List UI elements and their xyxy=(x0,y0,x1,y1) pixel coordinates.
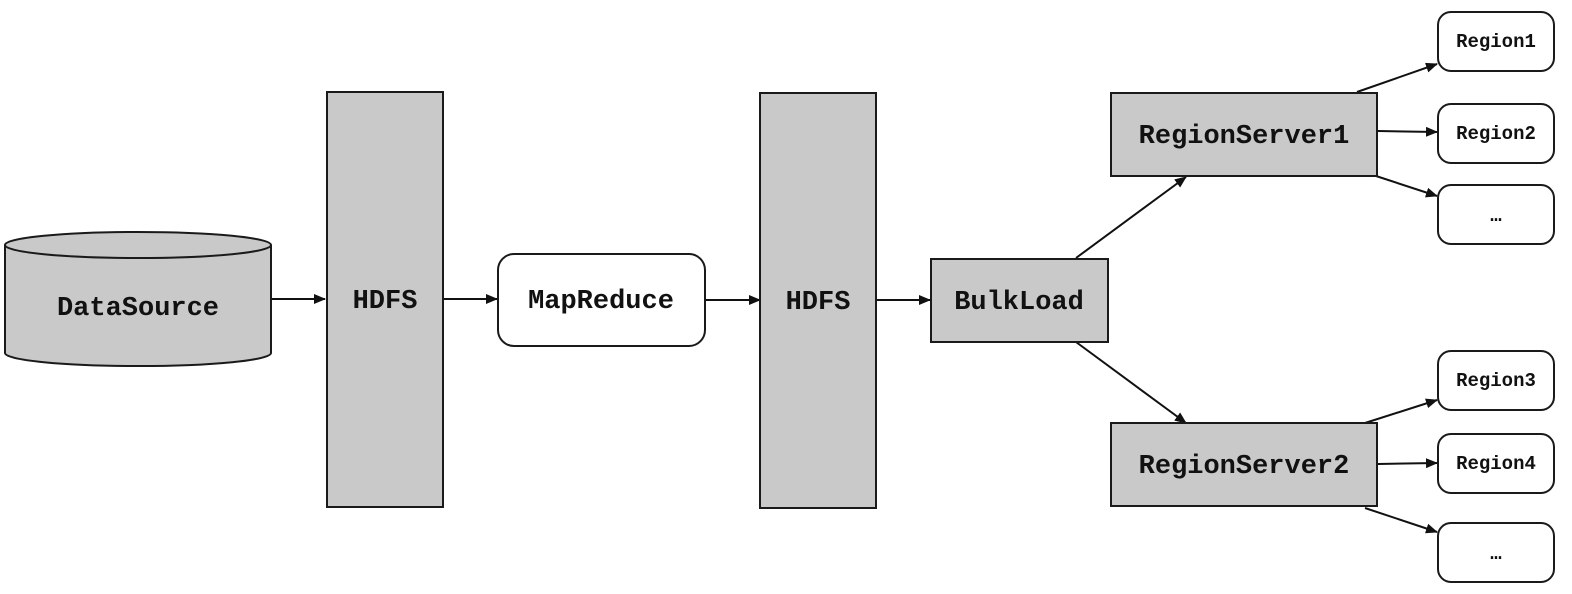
regionserver-label-1: RegionServer1 xyxy=(1139,122,1350,152)
mapreduce-node: MapReduce xyxy=(497,253,706,347)
mapreduce-label: MapReduce xyxy=(528,287,674,317)
region-node-3: Region3 xyxy=(1437,350,1555,411)
region-label-4: Region4 xyxy=(1456,453,1536,475)
datasource-label: DataSource xyxy=(57,294,219,324)
edge-bulkload-regionserver1 xyxy=(1075,176,1187,259)
region-more-label-1: … xyxy=(1490,205,1501,227)
region-label-3: Region3 xyxy=(1456,370,1536,392)
hdfs-label-2: HDFS xyxy=(786,288,851,318)
edge-regionserver1-region1 xyxy=(1356,62,1438,93)
edge-regionserver1-more xyxy=(1375,175,1438,198)
region-label-2: Region2 xyxy=(1456,123,1536,145)
edge-regionserver2-region4 xyxy=(1377,458,1438,469)
edge-regionserver2-region3 xyxy=(1364,398,1438,424)
region-more-node-2: … xyxy=(1437,522,1555,583)
regionserver-node-2: RegionServer2 xyxy=(1110,422,1378,507)
edge-regionserver2-more xyxy=(1364,507,1438,534)
bulkload-label: BulkLoad xyxy=(954,288,1084,318)
datasource-node: DataSource xyxy=(4,231,272,367)
hdfs-label-1: HDFS xyxy=(353,287,418,317)
region-node-2: Region2 xyxy=(1437,103,1555,164)
bulkload-node: BulkLoad xyxy=(930,258,1109,343)
regionserver-node-1: RegionServer1 xyxy=(1110,92,1378,177)
region-node-4: Region4 xyxy=(1437,433,1555,494)
edges xyxy=(272,62,1438,534)
edge-bulkload-regionserver2 xyxy=(1075,341,1187,424)
region-node-1: Region1 xyxy=(1437,11,1555,72)
region-more-label-2: … xyxy=(1490,543,1501,565)
hdfs-node-1: HDFS xyxy=(326,91,444,508)
edge-regionserver1-region2 xyxy=(1377,126,1438,137)
regionserver-label-2: RegionServer2 xyxy=(1139,452,1350,482)
region-label-1: Region1 xyxy=(1456,31,1536,53)
hdfs-node-2: HDFS xyxy=(759,92,877,509)
region-more-node-1: … xyxy=(1437,184,1555,245)
